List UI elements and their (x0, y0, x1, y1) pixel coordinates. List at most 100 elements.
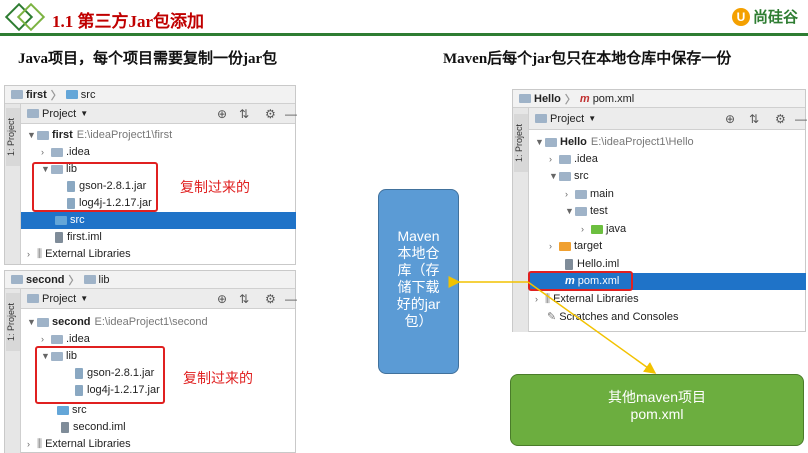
maven-box-line: 包） (404, 313, 433, 329)
tree-item-java[interactable]: ›java (581, 221, 626, 238)
tree-item-idea[interactable]: ›.idea (41, 144, 90, 161)
breadcrumb-child[interactable]: pom.xml (592, 92, 635, 105)
chevron-down-icon[interactable]: ▼ (549, 171, 558, 181)
minimize-icon[interactable]: — (795, 111, 807, 126)
chevron-right-icon[interactable]: › (27, 249, 30, 259)
tree-item-src[interactable]: src (57, 402, 87, 419)
tree-item-external-libraries[interactable]: ›⫼External Libraries (27, 246, 131, 263)
minimize-icon[interactable]: — (285, 106, 297, 121)
project-view-selector[interactable]: Project (550, 112, 585, 125)
chevron-right-icon[interactable]: › (535, 294, 538, 304)
tree-item-src[interactable]: ▼src (549, 168, 589, 185)
iml-file-icon (55, 231, 63, 243)
folder-icon (83, 275, 96, 284)
library-icon: ⫼ (37, 438, 43, 450)
chevron-down-icon[interactable]: ▼ (588, 114, 597, 123)
project-toolbar: Project ▼ ⊕ ⇅ ⚙ — (21, 289, 297, 309)
project-view-selector[interactable]: Project (42, 292, 77, 305)
tree-item-jar[interactable]: log4j-1.2.17.jar (67, 195, 152, 212)
collapse-icon[interactable]: ⇅ (239, 106, 250, 121)
breadcrumb: first 〉 src (5, 86, 295, 104)
gear-icon[interactable]: ⚙ (265, 291, 276, 306)
diamond-logo-icon (4, 2, 46, 32)
tree-item-jar[interactable]: log4j-1.2.17.jar (75, 382, 160, 399)
chevron-right-icon[interactable]: › (549, 241, 552, 251)
chevron-right-icon[interactable]: › (27, 439, 30, 449)
tree-item-scratches[interactable]: ✎Scratches and Consoles (547, 311, 679, 323)
target-icon[interactable]: ⊕ (217, 106, 228, 121)
chevron-down-icon[interactable]: ▼ (535, 137, 544, 147)
tree-item-jar[interactable]: gson-2.8.1.jar (67, 178, 146, 195)
chevron-down-icon[interactable]: ▼ (27, 130, 36, 140)
pom-highlight (528, 271, 633, 291)
chevron-right-icon[interactable]: › (581, 224, 584, 234)
tree-item-external-libraries[interactable]: ›⫼External Libraries (27, 436, 131, 453)
other-box-file: pom.xml (630, 406, 684, 422)
breadcrumb: second 〉 lib (5, 271, 295, 289)
project-view-icon (27, 109, 39, 118)
tree-item-target[interactable]: ›target (549, 238, 602, 255)
chevron-down-icon[interactable]: ▼ (565, 206, 574, 216)
logo-text: 尚硅谷 (752, 9, 798, 26)
minimize-icon[interactable]: — (285, 291, 297, 306)
maven-m-icon: m (579, 92, 590, 105)
library-icon: ⫼ (37, 248, 43, 260)
tree-item-iml[interactable]: first.iml (55, 229, 102, 246)
tree-item-iml[interactable]: second.iml (61, 419, 126, 436)
gear-icon[interactable]: ⚙ (265, 106, 276, 121)
chevron-down-icon[interactable]: ▼ (80, 294, 89, 303)
folder-icon (575, 189, 587, 199)
chevron-down-icon[interactable]: ▼ (80, 109, 89, 118)
breadcrumb-separator: 〉 (50, 89, 62, 102)
target-icon[interactable]: ⊕ (725, 111, 736, 126)
jar-icon (67, 197, 75, 209)
collapse-icon[interactable]: ⇅ (239, 291, 250, 306)
chevron-right-icon[interactable]: › (41, 334, 44, 344)
folder-icon (51, 147, 63, 157)
folder-icon (51, 334, 63, 344)
folder-icon (65, 90, 78, 99)
chevron-right-icon[interactable]: › (549, 154, 552, 164)
other-box-title: 其他maven项目 (607, 389, 707, 405)
gear-icon[interactable]: ⚙ (775, 111, 786, 126)
breadcrumb-root[interactable]: first (26, 88, 47, 101)
tree-item-iml[interactable]: Hello.iml (565, 256, 619, 273)
tree-item-src-selected[interactable]: src (21, 212, 296, 229)
breadcrumb-child[interactable]: lib (98, 273, 110, 286)
jar-icon (75, 367, 83, 379)
target-icon[interactable]: ⊕ (217, 291, 228, 306)
chevron-down-icon[interactable]: ▼ (41, 351, 50, 361)
chevron-right-icon[interactable]: › (41, 147, 44, 157)
tree-item-lib[interactable]: ▼lib (41, 161, 77, 178)
folder-icon (37, 317, 49, 327)
tree-item-external-libraries[interactable]: ›⫼External Libraries (535, 291, 639, 308)
project-view-selector[interactable]: Project (42, 107, 77, 120)
arrow-pom-to-other (527, 281, 657, 374)
title-bar (0, 0, 808, 36)
folder-icon (545, 137, 557, 147)
breadcrumb-root[interactable]: second (26, 273, 65, 286)
library-icon: ⫼ (545, 293, 551, 305)
tree-item-main[interactable]: ›main (565, 186, 614, 203)
tool-window-strip: 1: Project (5, 104, 21, 264)
chevron-right-icon[interactable]: › (565, 189, 568, 199)
breadcrumb-child[interactable]: src (80, 88, 96, 101)
maven-box-line: 本地仓 (397, 245, 440, 261)
tree-item-jar[interactable]: gson-2.8.1.jar (75, 365, 154, 382)
breadcrumb-root[interactable]: Hello (534, 92, 561, 105)
chevron-down-icon[interactable]: ▼ (41, 164, 50, 174)
folder-icon (559, 154, 571, 164)
collapse-icon[interactable]: ⇅ (749, 111, 760, 126)
tree-item-lib[interactable]: ▼lib (41, 348, 77, 365)
tree-item-idea[interactable]: ›.idea (549, 151, 598, 168)
tree-item-test[interactable]: ▼test (565, 203, 608, 220)
chevron-down-icon[interactable]: ▼ (27, 317, 36, 327)
folder-icon (559, 241, 571, 251)
tree-item-idea[interactable]: ›.idea (41, 331, 90, 348)
maven-m-icon: m (565, 275, 575, 287)
second-project-panel: second 〉 lib 1: Project Project ▼ ⊕ ⇅ ⚙ … (4, 270, 297, 453)
